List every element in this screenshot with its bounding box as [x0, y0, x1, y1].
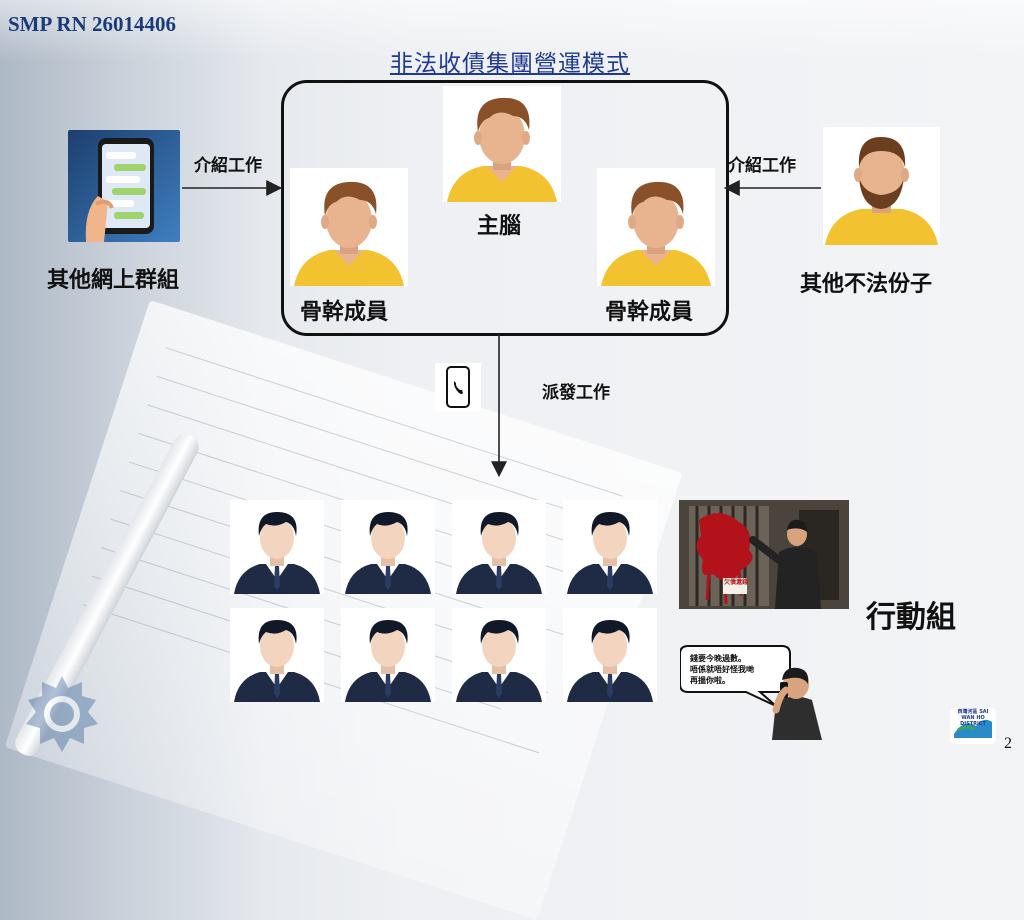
action-group-members: [230, 500, 666, 710]
member-left-label: 骨幹成員: [300, 300, 389, 325]
others-edge-label: 介紹工作: [728, 156, 796, 176]
background-top-band: [0, 0, 1024, 60]
action-member-avatar: [452, 500, 546, 594]
action-member-avatar: [230, 608, 324, 702]
speech-line: 唔係就唔好怪我哋: [690, 665, 754, 674]
connector-arrows: [182, 180, 821, 478]
page-number: 2: [1004, 735, 1012, 752]
online-groups-label: 其他網上群組: [47, 268, 180, 293]
speech-line: 再搵你啦。: [690, 676, 730, 685]
action-member-avatar: [563, 500, 657, 594]
action-member-avatar: [452, 608, 546, 702]
action-scene-door: 欠債還錢: [679, 500, 849, 609]
reference-number: SMP RN 26014406: [8, 12, 176, 36]
online-groups-image: [68, 130, 180, 242]
online-edge-label: 介紹工作: [194, 156, 262, 176]
member-right-avatar: [597, 168, 715, 286]
dispatch-edge-label: 派發工作: [542, 383, 610, 403]
core-group-frame: [281, 80, 729, 336]
speech-line: 錢要今晚過數。: [690, 654, 746, 663]
door-sign: 欠債還錢: [723, 579, 748, 586]
phone-icon: [435, 363, 481, 411]
member-right-label: 骨幹成員: [605, 300, 694, 325]
leader-label: 主腦: [477, 214, 522, 239]
action-member-avatar: [341, 500, 435, 594]
action-scene-call: 錢要今晚過數。 唔係就唔好怪我哋 再搵你啦。: [680, 640, 850, 740]
other-criminals-avatar: [823, 127, 940, 245]
other-criminals-label: 其他不法份子: [800, 272, 933, 297]
action-member-avatar: [341, 608, 435, 702]
action-group-label: 行動組: [866, 600, 956, 635]
diagram-title: 非法收債集團營運模式: [390, 51, 630, 77]
district-logo-text: 西灣河區 SAI WAN HO DISTRICT: [957, 709, 989, 727]
leader-avatar: [443, 86, 561, 202]
police-emblem: [22, 674, 102, 756]
action-member-avatar: [230, 500, 324, 594]
speech-bubble-text: 錢要今晚過數。 唔係就唔好怪我哋 再搵你啦。: [690, 653, 786, 686]
member-left-avatar: [290, 168, 408, 286]
action-member-avatar: [563, 608, 657, 702]
district-logo: 西灣河區 SAI WAN HO DISTRICT: [950, 708, 996, 744]
